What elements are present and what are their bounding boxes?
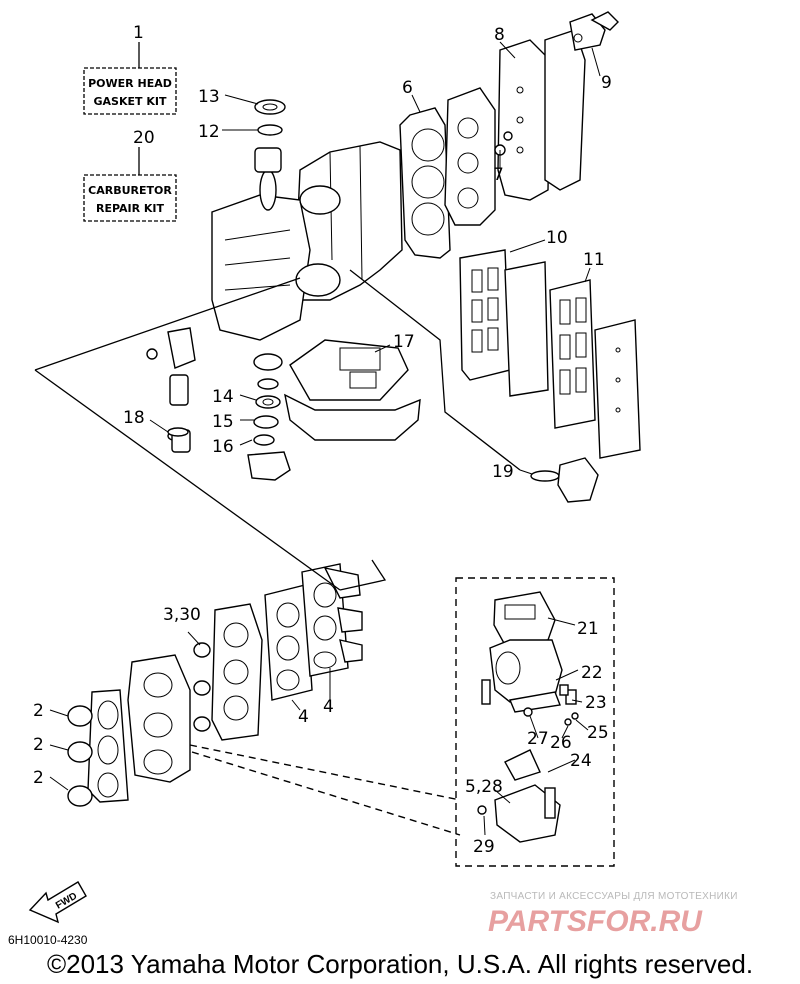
callout-7: 7: [493, 165, 504, 185]
carburetor-kit-line2: REPAIR KIT: [96, 202, 165, 215]
callout-numbers: 2 2 2 3,30 4 4 5,28 6 7 8 9 10 11 12 13 …: [33, 25, 612, 857]
cylinder-head-gasket: [399, 87, 496, 259]
carburetor-assembly: [455, 577, 615, 867]
leader-lines: [34, 41, 601, 836]
carburetor-repair-kit-callout: 20 CARBURETOR REPAIR KIT: [83, 128, 177, 222]
callout-11: 11: [583, 250, 605, 270]
watermark-tagline: ЗАПЧАСТИ И АКСЕССУАРЫ ДЛЯ МОТОТЕХНИКИ: [490, 891, 738, 902]
callout-25: 25: [587, 723, 609, 743]
copyright-notice: ©2013 Yamaha Motor Corporation, U.S.A. A…: [47, 949, 753, 979]
callout-15: 15: [212, 412, 234, 432]
watermark: ЗАПЧАСТИ И АКСЕССУАРЫ ДЛЯ МОТОТЕХНИКИ PA…: [488, 891, 738, 938]
callout-19: 19: [492, 462, 514, 482]
head-cover-gasket: [494, 11, 619, 201]
intake-manifold-assembly: [67, 563, 363, 807]
power-head-gasket-kit-callout: 1 POWER HEAD GASKET KIT: [83, 23, 177, 115]
callout-10: 10: [546, 228, 568, 248]
watermark-brand: PARTSFOR.RU: [488, 905, 703, 938]
callout-2c: 2: [33, 768, 44, 788]
callout-13: 13: [198, 87, 220, 107]
callout-9: 9: [601, 73, 612, 93]
callout-16: 16: [212, 437, 234, 457]
callout-24: 24: [570, 751, 592, 771]
forward-direction-indicator: FWD: [28, 881, 87, 924]
callout-1: 1: [133, 23, 144, 43]
callout-29: 29: [473, 837, 495, 857]
callout-8: 8: [494, 25, 505, 45]
callout-21: 21: [577, 619, 599, 639]
callout-4a: 4: [298, 707, 309, 727]
fuel-pump: [530, 457, 599, 503]
diagram-code: 6H10010-4230: [8, 933, 88, 947]
callout-26: 26: [550, 733, 572, 753]
callout-20: 20: [133, 128, 155, 148]
callout-17: 17: [393, 332, 415, 352]
callout-23: 23: [585, 693, 607, 713]
power-head-kit-line2: GASKET KIT: [94, 95, 167, 108]
callout-2b: 2: [33, 735, 44, 755]
callout-12: 12: [198, 122, 220, 142]
exhaust-manifold-gaskets: [459, 249, 641, 459]
power-head-kit-line1: POWER HEAD: [88, 77, 172, 90]
exhaust-cover-gasket: [284, 339, 421, 441]
callout-22: 22: [581, 663, 603, 683]
callout-2a: 2: [33, 701, 44, 721]
callout-6: 6: [402, 78, 413, 98]
callout-18: 18: [123, 408, 145, 428]
callout-14: 14: [212, 387, 234, 407]
callout-27: 27: [527, 729, 549, 749]
callout-4b: 4: [323, 697, 334, 717]
callout-3-30: 3,30: [163, 605, 201, 625]
carburetor-kit-line1: CARBURETOR: [88, 184, 172, 197]
callout-5-28: 5,28: [465, 777, 503, 797]
